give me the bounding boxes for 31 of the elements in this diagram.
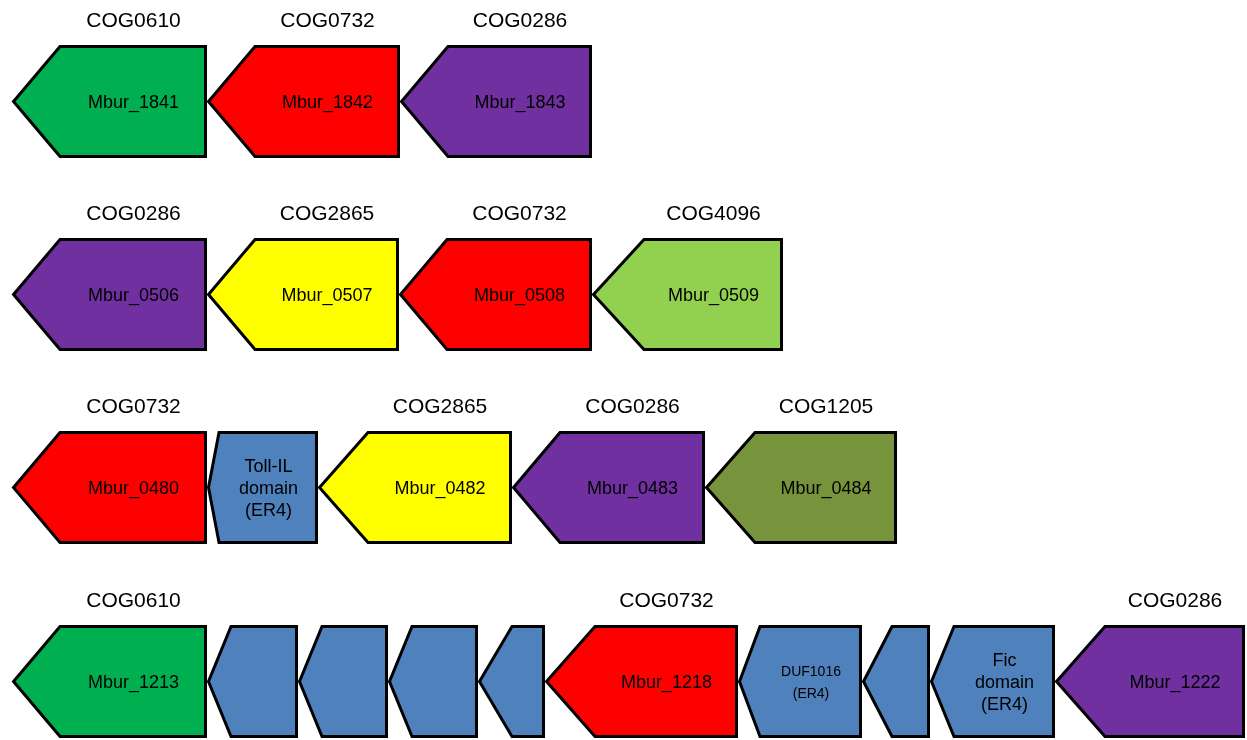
gene-label: Mbur_0480 (87, 476, 180, 499)
cog-label: COG0732 (472, 200, 567, 226)
gene-label: Mbur_0506 (87, 283, 180, 306)
gene-label: Mbur_0507 (281, 283, 373, 306)
gene-label: Mbur_1841 (87, 90, 180, 113)
cog-label: COG0286 (472, 7, 568, 33)
cog-label: COG0286 (1127, 587, 1223, 613)
cog-label: COG0610 (86, 7, 181, 33)
cog-label: COG0732 (280, 7, 375, 33)
gene-label: Mbur_1843 (474, 90, 566, 113)
cog-label: COG0610 (86, 587, 181, 613)
cog-label: COG4096 (666, 200, 761, 226)
gene-label: Mbur_1213 (87, 670, 180, 693)
gene-label: Mbur_0484 (780, 476, 872, 499)
gene-label: Fic domain (ER4) (973, 648, 1035, 715)
gene-label: DUF1016 (ER4) (780, 661, 842, 703)
cog-label: COG0732 (619, 587, 714, 613)
cog-label: COG0286 (86, 200, 181, 226)
gene-label: Mbur_0509 (667, 283, 760, 306)
cog-label: COG2865 (279, 200, 375, 226)
gene-label: Mbur_1222 (1129, 670, 1221, 693)
cog-label: COG2865 (392, 393, 488, 419)
gene-label: Toll-IL domain (ER4) (237, 454, 299, 521)
gene-label: Mbur_0483 (586, 476, 679, 499)
gene-label: Mbur_1218 (620, 670, 713, 693)
gene-label: Mbur_0482 (394, 476, 486, 499)
cog-label: COG0286 (585, 393, 680, 419)
cog-label: COG0732 (86, 393, 181, 419)
gene-label: Mbur_0508 (473, 283, 566, 306)
gene-label: Mbur_1842 (281, 90, 374, 113)
cog-label: COG1205 (778, 393, 874, 419)
